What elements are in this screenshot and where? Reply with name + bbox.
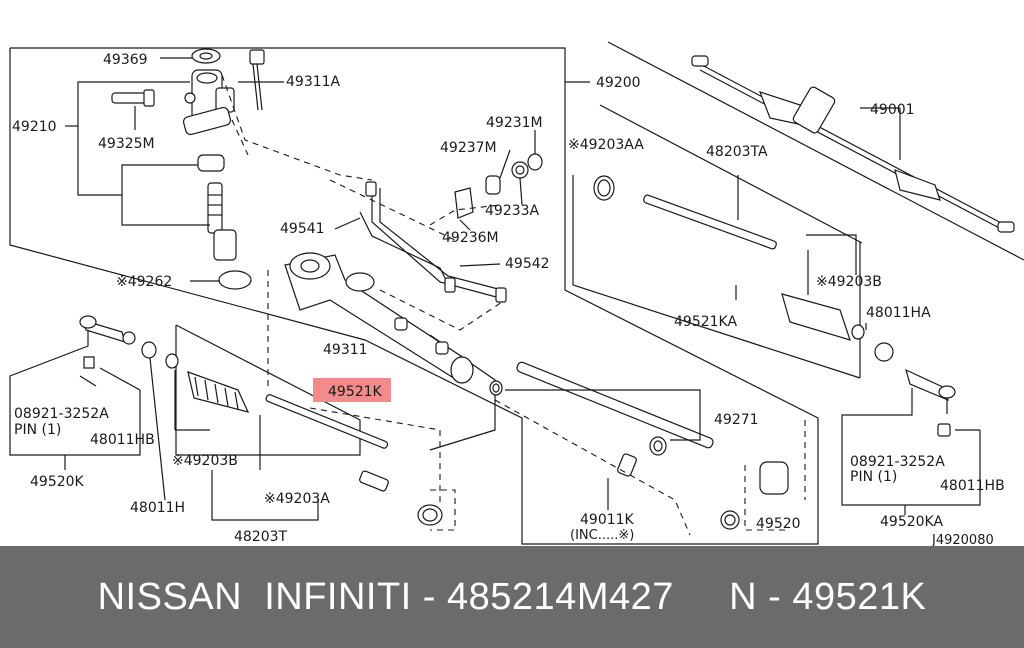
label-49210: 49210 (12, 119, 57, 135)
label-48203ta: 48203TA (706, 144, 768, 160)
center-rack (489, 361, 806, 536)
label-49203b-right: ※49203B (816, 274, 882, 290)
valve-housing-assembly (111, 48, 373, 290)
label-49520k: 49520K (30, 474, 85, 490)
label-48011ha: 48011HA (866, 305, 931, 321)
part-number-caption: NISSAN INFINITI - 485214M427 N - 49521K (0, 546, 1024, 648)
label-49236m: 49236M (442, 230, 499, 246)
label-49203a: ※49203A (264, 491, 330, 507)
label-49521ka: 49521KA (674, 314, 737, 330)
label-49203aa: ※49203AA (568, 137, 644, 153)
label-49200: 49200 (596, 75, 641, 91)
label-49542: 49542 (505, 256, 550, 272)
label-08921-left: 08921-3252A (14, 406, 109, 422)
hydraulic-tubes (334, 181, 507, 303)
outer-tie-rod-right (841, 368, 981, 515)
label-49271: 49271 (714, 412, 759, 428)
label-49369: 49369 (103, 52, 148, 68)
label-49203b-left: ※49203B (172, 453, 238, 469)
rack-assembly (691, 55, 1015, 233)
seal-parts (429, 130, 543, 231)
parts-diagram: 49369 49311A 49200 49210 49325M 49231M 4… (9, 41, 1024, 546)
label-49233a: 49233A (485, 203, 540, 219)
left-boot-and-inner-socket (141, 341, 456, 531)
label-49521k: 49521K (328, 384, 383, 400)
label-49011k: 49011K (580, 512, 635, 528)
assembly-frame (9, 41, 1024, 545)
inner-rack-parts (593, 175, 894, 362)
bracket-49210 (65, 57, 284, 282)
label-pin-right: PIN (1) (850, 469, 897, 485)
part-labels: 49369 49311A 49200 49210 49325M 49231M 4… (12, 52, 1005, 546)
label-49520ka: 49520KA (880, 514, 943, 530)
label-48011hb-left: 48011HB (90, 432, 155, 448)
label-49325m: 49325M (98, 136, 155, 152)
label-48011hb-right: 48011HB (940, 478, 1005, 494)
gear-housing (267, 179, 506, 390)
label-49237m: 49237M (440, 140, 497, 156)
outer-tie-rod-left (9, 315, 141, 470)
label-48203t: 48203T (234, 529, 288, 545)
label-49520: 49520 (756, 516, 801, 532)
label-pin-left: PIN (1) (14, 422, 61, 438)
label-49311: 49311 (323, 342, 368, 358)
label-49262: ※49262 (116, 274, 172, 290)
label-49541: 49541 (280, 221, 325, 237)
label-49231m: 49231M (486, 115, 543, 131)
figure-code: J4920080 (931, 533, 994, 546)
label-49311a-text: 49311A (286, 74, 341, 90)
label-08921-right: 08921-3252A (850, 454, 945, 470)
highlight-box (313, 378, 391, 402)
label-49001: 49001 (870, 102, 915, 118)
label-48011h: 48011H (130, 500, 185, 516)
label-inc: (INC.....※) (570, 528, 634, 543)
